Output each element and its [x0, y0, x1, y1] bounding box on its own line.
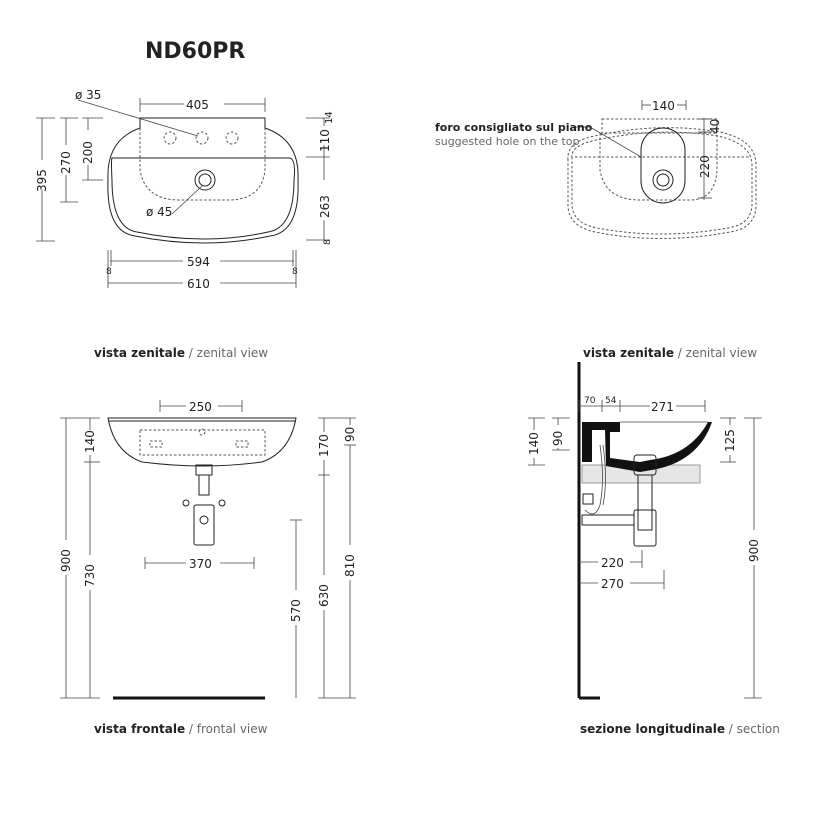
dim-900-section: 900 [747, 539, 761, 562]
dim-140-top: 140 [652, 99, 675, 113]
drain-diameter-label: ø 45 [146, 205, 172, 219]
dim-40: 40 [708, 119, 722, 134]
dim-140-section: 140 [527, 432, 541, 455]
dim-270-section: 270 [601, 577, 624, 591]
dim-8-left: 8 [106, 267, 112, 277]
dim-8-right-bottom: 8 [292, 267, 298, 277]
suggested-hole-note-it: foro consigliato sul piano [435, 121, 593, 134]
section-view [577, 362, 712, 700]
dim-110: 110 [318, 129, 332, 152]
dim-395: 395 [35, 169, 49, 192]
dim-263: 263 [318, 195, 332, 218]
counter-view-dimension-lines [641, 100, 712, 200]
dim-220-top: 220 [698, 155, 712, 178]
dim-90-section: 90 [551, 431, 565, 446]
dim-610: 610 [187, 277, 210, 291]
caption-zenital-view-2: vista zenitale / zenital view [583, 346, 757, 360]
dim-370: 370 [189, 557, 212, 571]
dim-170: 170 [317, 434, 331, 457]
caption-section: sezione longitudinale / section [580, 722, 780, 736]
dim-270: 270 [59, 151, 73, 174]
dim-200: 200 [81, 141, 95, 164]
dim-594: 594 [187, 255, 210, 269]
dim-125: 125 [723, 429, 737, 452]
section-dimension-lines [528, 400, 762, 699]
caption-zenital-view-1: vista zenitale / zenital view [94, 346, 268, 360]
dim-570: 570 [289, 599, 303, 622]
caption-frontal-view: vista frontale / frontal view [94, 722, 268, 736]
counter-view-outline [567, 118, 757, 239]
dim-730: 730 [83, 564, 97, 587]
dim-220-section: 220 [601, 556, 624, 570]
dim-405: 405 [186, 98, 209, 112]
dim-140-front: 140 [83, 430, 97, 453]
dim-810: 810 [343, 554, 357, 577]
front-view-basin [107, 417, 297, 700]
dim-70: 70 [584, 396, 596, 406]
dim-900-front: 900 [59, 549, 73, 572]
dim-8-right: 8 [323, 239, 333, 245]
product-code-title: ND60PR [145, 39, 245, 64]
dim-54: 54 [605, 396, 617, 406]
front-view-dimension-lines [60, 400, 356, 699]
dim-271: 271 [651, 400, 674, 414]
hole-diameter-label: ø 35 [75, 88, 101, 102]
dim-630: 630 [317, 584, 331, 607]
top-view-dimension-lines [36, 98, 330, 288]
dim-250: 250 [189, 400, 212, 414]
suggested-hole-note-en: suggested hole on the top [435, 135, 580, 148]
top-view-basin [77, 99, 299, 244]
dim-14: 14 [324, 111, 335, 124]
dim-90-front: 90 [343, 427, 357, 442]
